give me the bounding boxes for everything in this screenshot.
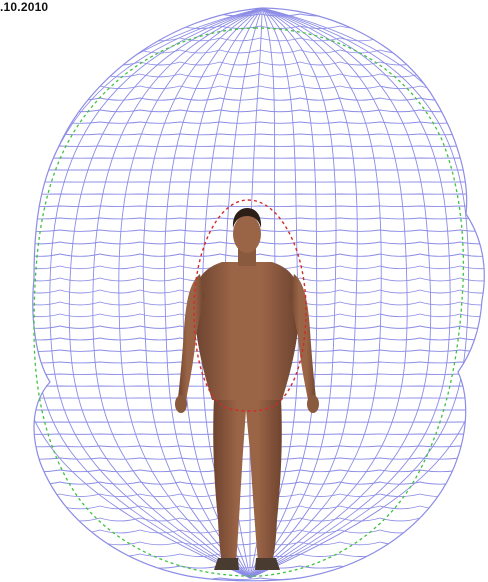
mesh-meridian-line (92, 8, 263, 579)
mesh-latitude-line (32, 541, 485, 546)
mesh-meridian-line (249, 8, 382, 579)
mesh-latitude-line (32, 37, 485, 42)
hair (232, 208, 262, 228)
date-label: .10.2010 (0, 0, 49, 14)
mesh-latitude-line (32, 49, 485, 54)
mesh-meridian-line (182, 8, 263, 579)
mesh-meridian-line (118, 8, 263, 579)
mesh-meridian-line (249, 8, 408, 579)
mesh-meridian-line (249, 8, 432, 579)
mesh-meridian-line (249, 8, 358, 579)
mesh-meridian-line (249, 8, 318, 579)
mesh-meridian-line (49, 8, 263, 579)
mesh-meridian-line (142, 8, 263, 579)
mesh-meridian-line (249, 8, 337, 579)
inner-field-outline (193, 199, 307, 412)
mesh-latitude-line (32, 109, 485, 113)
human-figure-icon (175, 208, 319, 570)
mesh-latitude-line (32, 205, 485, 207)
outer-field-outline (33, 27, 465, 577)
mesh-meridian-line (68, 8, 263, 579)
wireframe-outline (32, 7, 485, 582)
mesh-latitude-line (32, 97, 485, 101)
mesh-meridian-line (164, 8, 263, 579)
mesh-latitude-line (32, 61, 485, 66)
mesh-latitude-line (32, 241, 485, 245)
mesh-meridian-line (32, 8, 263, 579)
mesh-latitude-line (32, 85, 485, 90)
mesh-meridian-line (249, 8, 451, 579)
mesh-meridian-line (249, 8, 485, 579)
mesh-latitude-line (32, 577, 485, 581)
wireframe-mesh (32, 8, 485, 581)
mesh-latitude-line (32, 133, 485, 136)
mesh-latitude-line (32, 253, 485, 257)
mesh-meridian-line (249, 8, 469, 579)
left-shoe (214, 558, 239, 570)
right-shoe (255, 558, 280, 570)
